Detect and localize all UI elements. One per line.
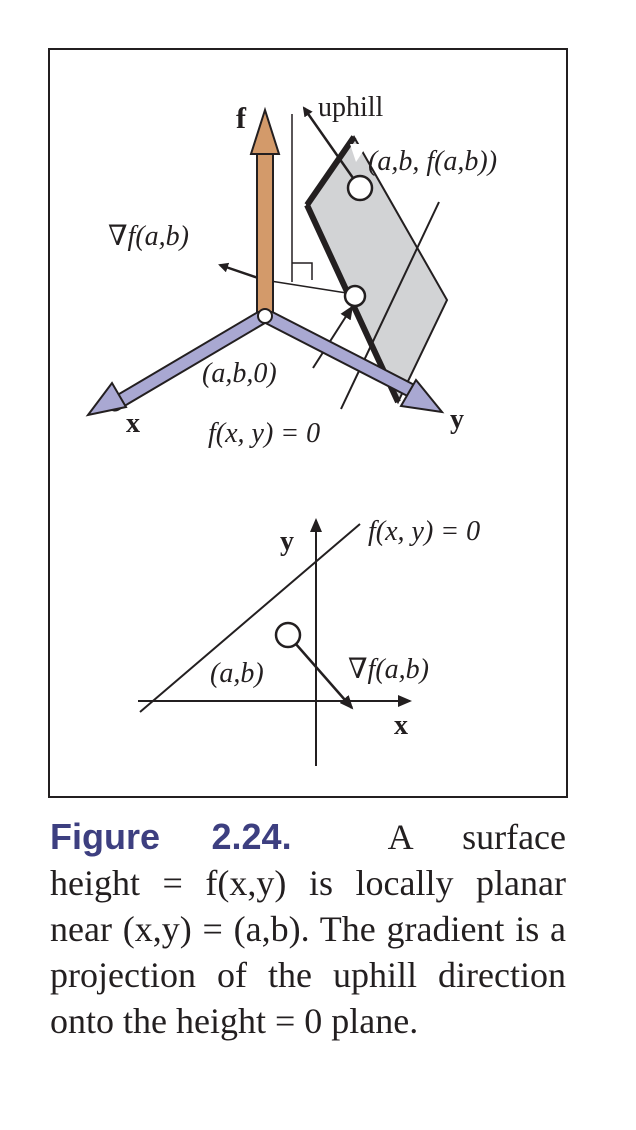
top-diagram: f uphill (a,b, f(a,b)) ∇f(a,b) (a,b,0) f… — [85, 92, 497, 449]
gradient-arrow-2d — [294, 642, 354, 710]
pointer-arrow — [312, 305, 354, 369]
surface-point-label: (a,b, f(a,b)) — [368, 146, 497, 177]
caption-label: Figure 2.24. — [50, 816, 292, 857]
figure-caption: Figure 2.24.A surface height = f(x,y) is… — [50, 814, 566, 1044]
surface-point — [346, 174, 374, 202]
uphill-label: uphill — [318, 92, 384, 123]
base-line — [263, 279, 354, 295]
zero-line-3d — [340, 201, 440, 410]
right-angle-marker — [292, 262, 313, 280]
zero-line-label-3d: f(x, y) = 0 — [208, 418, 320, 449]
figure-illustration: f uphill (a,b, f(a,b)) ∇f(a,b) (a,b,0) f… — [85, 92, 497, 766]
f-axis-label: f — [236, 102, 247, 135]
f-axis-3d — [249, 106, 281, 313]
x-axis-label-2d: x — [394, 710, 408, 741]
y-axis-label-2d: y — [280, 526, 294, 557]
caption-text: A surface height = f(x,y) is locally pla… — [50, 817, 567, 1041]
x-axis-3d — [85, 308, 272, 417]
base-point — [343, 284, 367, 308]
uphill-arrow — [302, 106, 362, 189]
zero-line-2d — [139, 523, 361, 713]
gradient-label-2d: ∇f(a,b) — [348, 654, 429, 685]
point-label-2d: (a,b) — [210, 658, 264, 689]
figure-frame: f uphill (a,b, f(a,b)) ∇f(a,b) (a,b,0) f… — [48, 48, 568, 798]
origin-node — [257, 308, 273, 324]
y-axis-3d — [258, 308, 445, 414]
bottom-diagram: y x f(x, y) = 0 (a,b) ∇f(a,b) — [138, 516, 480, 766]
plane-bold-edge-top — [304, 135, 357, 207]
zero-line-label-2d: f(x, y) = 0 — [368, 516, 480, 547]
point-ab — [274, 621, 302, 649]
origin-label: (a,b,0) — [202, 358, 277, 389]
x-axis-label-3d: x — [126, 408, 140, 439]
plane-highlight — [350, 144, 368, 162]
y-axis-label-3d: y — [450, 404, 464, 435]
gradient-label-3d: ∇f(a,b) — [108, 221, 189, 252]
